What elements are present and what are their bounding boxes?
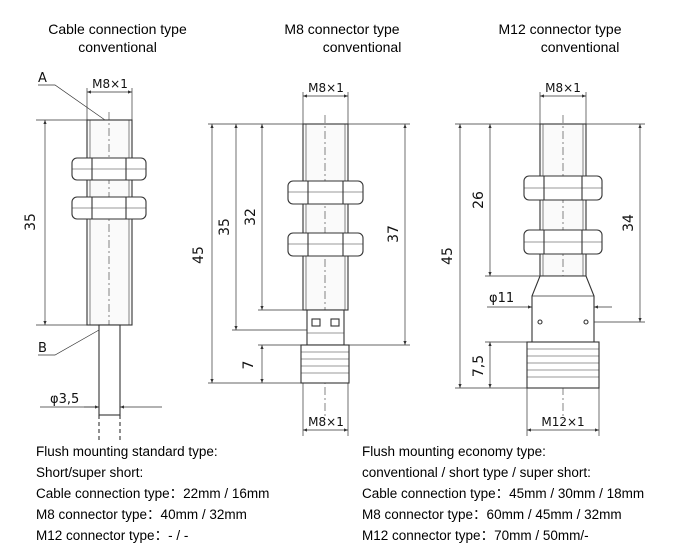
m12-extension-lines — [455, 123, 645, 389]
cable-wire — [98, 324, 121, 440]
notes-right-line5: M12 connector type：70mm / 50mm/- — [362, 528, 589, 543]
m8-hex-nut-lower — [287, 232, 364, 257]
cable-thread-dimension — [86, 88, 133, 120]
m12-heading-line2: conventional — [540, 39, 620, 55]
notes-right-line3: Cable connection type：45mm / 30mm / 18mm — [362, 486, 645, 501]
notes-left-line5: M12 connector type：- / - — [36, 528, 189, 543]
m8-hex-nut-upper — [287, 180, 364, 205]
m12-bottom-thread-label: M12×1 — [541, 415, 584, 429]
cable-length-dimension — [36, 119, 87, 326]
m12-housing — [531, 275, 595, 343]
notes-right-line4: M8 connector type：60mm / 45mm / 32mm — [362, 507, 622, 522]
m8-body-label: 35 — [217, 218, 233, 236]
m12-hex-nut-upper — [523, 175, 603, 201]
cable-thread-label: M8×1 — [92, 77, 128, 91]
m12-body-label: 34 — [621, 214, 637, 232]
notes-right-line1: Flush mounting economy type: — [362, 444, 546, 459]
m8-connector-length-label: 37 — [386, 225, 402, 243]
cable-hex-nut-lower — [71, 196, 147, 220]
m12-thread-length-label: 26 — [471, 191, 487, 209]
m8-overall-label: 45 — [191, 246, 207, 264]
m8-bottom-thread-dimension — [302, 383, 349, 436]
m8-sensor-body — [302, 115, 349, 420]
m12-top-thread-dimension — [539, 92, 587, 124]
cable-type-heading: Cable connection type conventional — [30, 20, 205, 56]
notes-standard-type: Flush mounting standard type: Short/supe… — [36, 441, 269, 546]
cable-sensor-body — [86, 112, 133, 330]
cable-leader-b — [38, 329, 100, 356]
m12-connector-length-label: 7,5 — [471, 355, 487, 377]
cable-heading-line2: conventional — [78, 39, 157, 55]
m8-thread-length-label: 32 — [243, 208, 259, 226]
m8-top-thread-dimension — [302, 92, 349, 124]
cable-diameter-label: φ3,5 — [50, 392, 79, 407]
cable-length-label: 35 — [23, 213, 39, 231]
notes-left-line1: Flush mounting standard type: — [36, 444, 218, 459]
m12-connector-thread — [526, 341, 600, 389]
m12-diameter-label: φ11 — [489, 291, 514, 306]
cable-leader-a — [38, 84, 106, 121]
notes-left-line3: Cable connection type：22mm / 16mm — [36, 486, 270, 501]
m8-heading-line2: conventional — [322, 39, 402, 55]
cable-label-a: A — [38, 71, 47, 86]
notes-right-line2: conventional / short type / super short: — [362, 465, 591, 480]
m12-overall-label: 45 — [440, 247, 456, 265]
m12-heading-line1: M12 connector type — [498, 21, 622, 37]
m8-extension-lines — [208, 123, 410, 384]
m12-type-heading: M12 connector type conventional — [480, 20, 640, 56]
m12-hex-nut-lower — [523, 229, 603, 255]
m12-bottom-thread-dimension — [526, 388, 600, 436]
cable-hex-nut-upper — [71, 157, 147, 181]
m8-bottom-thread-label: M8×1 — [308, 415, 344, 429]
notes-economy-type: Flush mounting economy type: conventiona… — [362, 441, 644, 546]
m12-top-thread-label: M8×1 — [545, 81, 581, 95]
cable-heading-line1: Cable connection type — [48, 21, 187, 37]
m8-connector-plug — [300, 309, 350, 384]
cable-label-b: B — [38, 341, 47, 356]
m8-top-thread-label: M8×1 — [308, 81, 344, 95]
notes-left-line2: Short/super short: — [36, 465, 144, 480]
m8-pin-label: 7 — [241, 361, 257, 370]
m8-type-heading: M8 connector type conventional — [262, 20, 422, 56]
notes-left-line4: M8 connector type：40mm / 32mm — [36, 507, 247, 522]
m8-heading-line1: M8 connector type — [284, 21, 400, 37]
